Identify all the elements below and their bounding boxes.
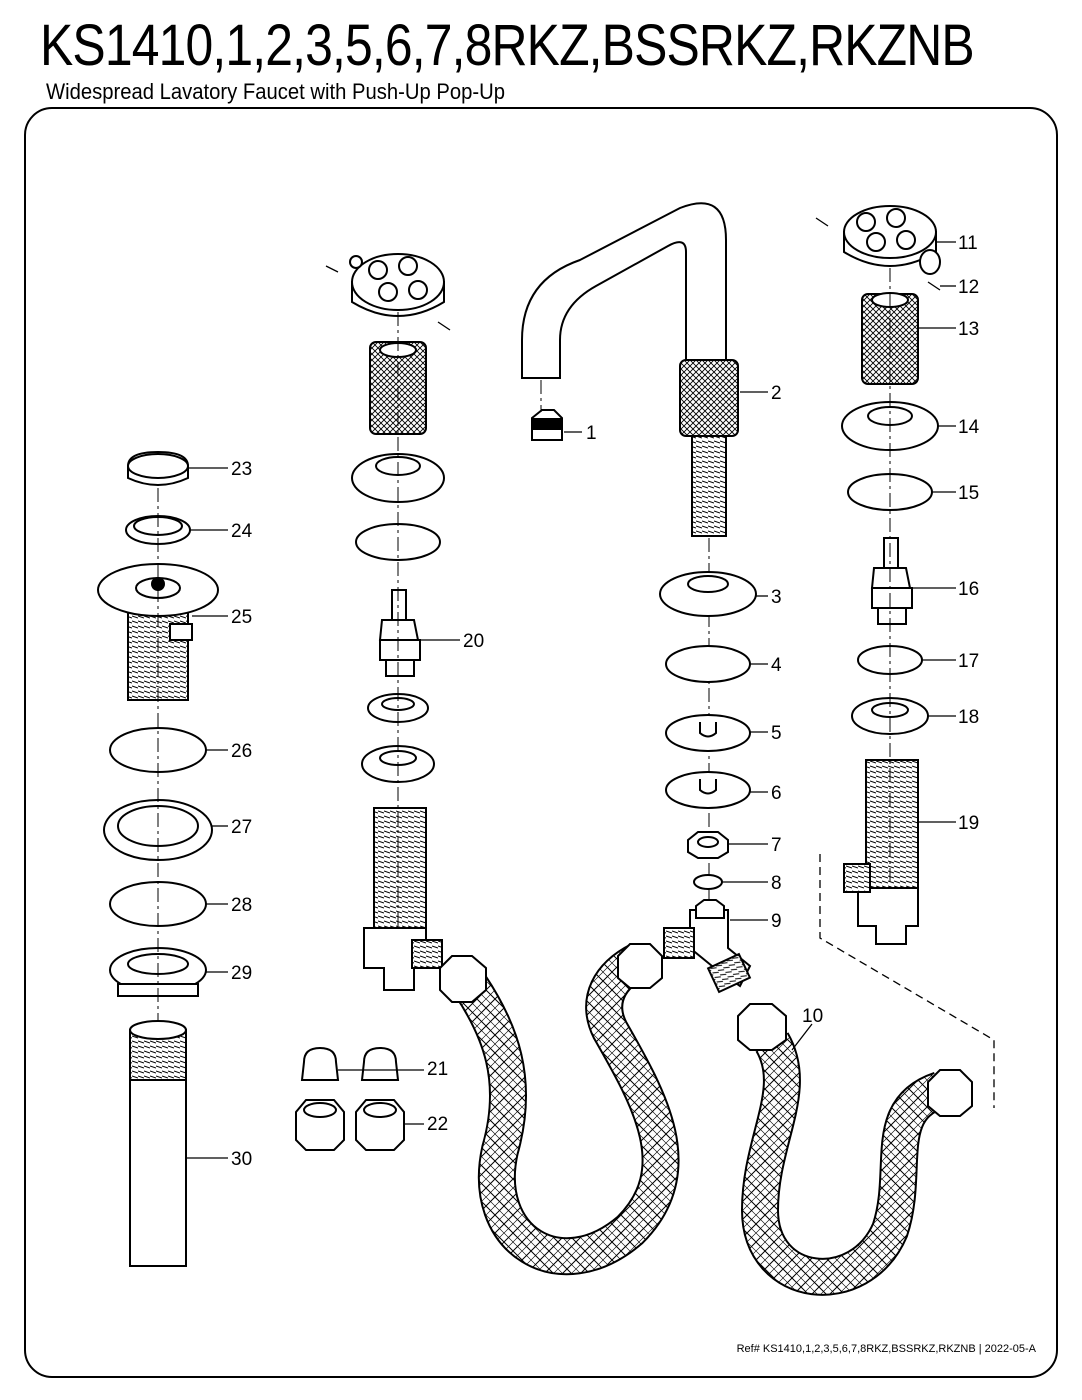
callout-10: 10 <box>802 1006 823 1027</box>
callout-9: 9 <box>771 911 782 932</box>
callout-3: 3 <box>771 587 782 608</box>
page-subtitle: Widespread Lavatory Faucet with Push-Up … <box>46 79 505 104</box>
hose-left <box>439 943 680 1276</box>
callout-27: 27 <box>231 817 252 838</box>
callout-11: 11 <box>958 233 978 254</box>
callout-12: 12 <box>958 277 979 298</box>
cartridge-16 <box>870 537 913 625</box>
callout-28: 28 <box>231 895 252 916</box>
c-washer-6 <box>665 771 751 809</box>
callout-19: 19 <box>958 813 979 834</box>
callout-22: 22 <box>427 1114 448 1135</box>
tee-connector-9 <box>663 899 752 994</box>
callout-18: 18 <box>958 707 979 728</box>
callout-14: 14 <box>958 417 980 438</box>
callout-2: 2 <box>771 383 782 404</box>
washer-18 <box>851 697 929 735</box>
callout-23: 23 <box>231 459 252 480</box>
tailpiece-30 <box>129 1020 187 1267</box>
callout-26: 26 <box>231 741 252 762</box>
callout-17: 17 <box>958 651 979 672</box>
cap-23 <box>127 450 189 486</box>
handle-11 <box>843 205 941 275</box>
spout <box>521 202 739 537</box>
valve-body-19 <box>843 759 919 945</box>
callout-15: 15 <box>958 483 979 504</box>
reference-footer: Ref# KS1410,1,2,3,5,6,7,8RKZ,BSSRKZ,RKZN… <box>736 1343 1036 1355</box>
c-washer-5 <box>665 714 751 752</box>
callout-13: 13 <box>958 319 979 340</box>
callout-5: 5 <box>771 723 782 744</box>
left-handle <box>325 253 451 331</box>
callout-7: 7 <box>771 835 782 856</box>
set-screw-12 <box>815 217 941 291</box>
callout-21: 21 <box>427 1059 448 1080</box>
callout-16: 16 <box>958 579 979 600</box>
cartridge-20 <box>378 589 421 677</box>
callout-20: 20 <box>463 631 484 652</box>
hose-10 <box>737 1003 973 1296</box>
callout-24: 24 <box>231 521 253 542</box>
callout-4: 4 <box>771 655 782 676</box>
diagram-frame <box>24 107 1058 1378</box>
washer-8 <box>693 874 723 890</box>
callout-29: 29 <box>231 963 252 984</box>
callout-6: 6 <box>771 783 782 804</box>
left-valve-body <box>363 807 443 991</box>
spout-washer-3 <box>659 571 757 617</box>
hex-nut-7 <box>687 831 729 859</box>
callout-30: 30 <box>231 1149 252 1170</box>
callout-25: 25 <box>231 607 252 628</box>
o-ring-4 <box>665 645 751 683</box>
page-title: KS1410,1,2,3,5,6,7,8RKZ,BSSRKZ,RKZNB <box>40 13 975 78</box>
callout-labels: 1 2 3 4 5 6 7 8 9 10 11 12 13 14 15 16 1… <box>231 233 980 1170</box>
aerator <box>531 409 563 441</box>
callout-8: 8 <box>771 873 782 894</box>
callout-1: 1 <box>586 423 597 444</box>
nut-22 <box>295 1099 405 1151</box>
leader-lines <box>186 241 956 1159</box>
sleeve-21 <box>300 1046 400 1081</box>
